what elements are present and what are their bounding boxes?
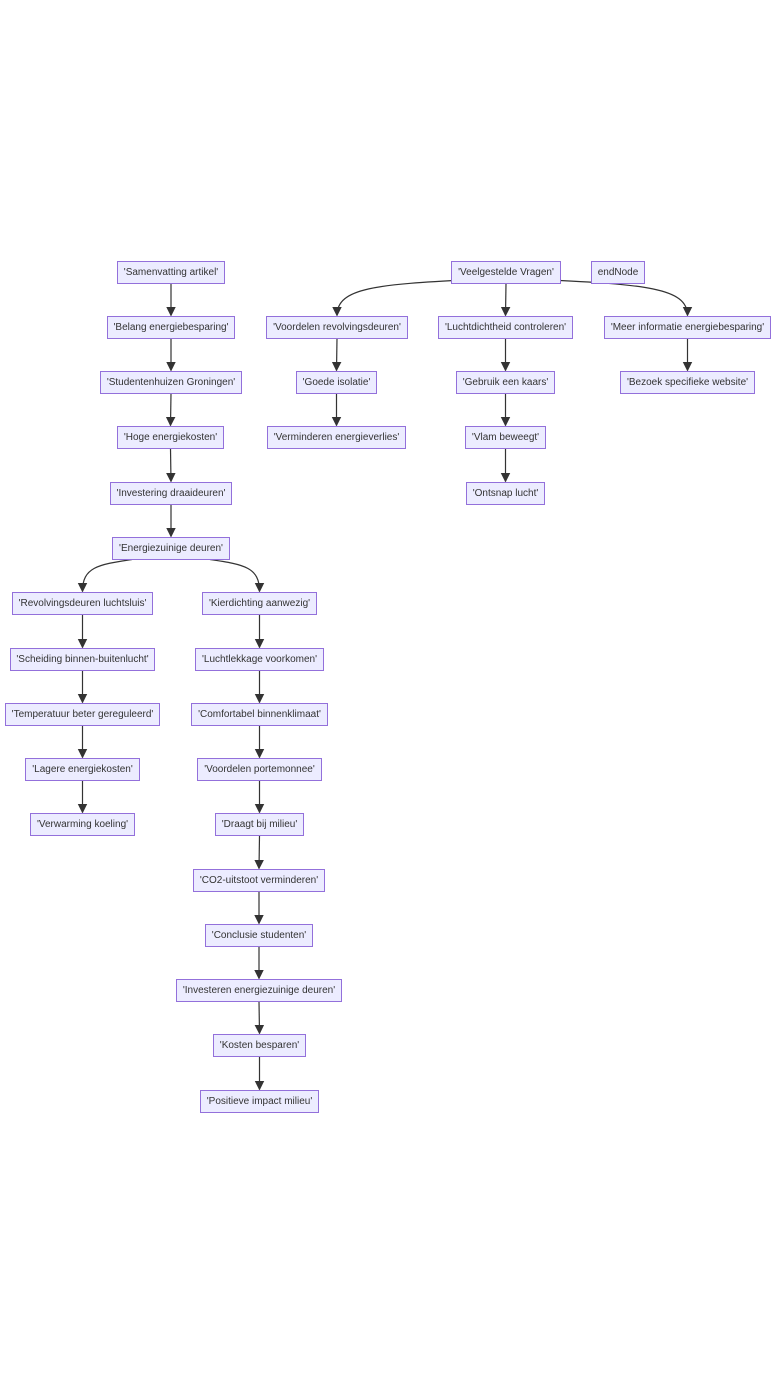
node-n3: 'Studentenhuizen Groningen' <box>100 370 242 394</box>
node-ol: 'Ontsnap lucht' <box>466 481 545 505</box>
node-n7: 'Revolvingsdeuren luchtsluis' <box>12 591 153 615</box>
node-n4: 'Hoge energiekosten' <box>117 425 224 449</box>
node-k4: 'Voordelen portemonnee' <box>197 757 322 781</box>
node-v: 'Veelgestelde Vragen' <box>451 260 561 284</box>
node-k9: 'Kosten besparen' <box>213 1033 306 1057</box>
edge-vr-gi <box>331 338 342 372</box>
node-k3: 'Comfortabel binnenklimaat' <box>191 702 328 726</box>
node-n6: 'Energiezuinige deuren' <box>112 536 230 560</box>
node-k5: 'Draagt bij milieu' <box>215 812 304 836</box>
node-n11: 'Verwarming koeling' <box>30 812 135 836</box>
node-vr: 'Voordelen revolvingsdeuren' <box>266 315 408 339</box>
node-k2: 'Luchtlekkage voorkomen' <box>195 647 324 671</box>
node-k6: 'CO2-uitstoot verminderen' <box>193 868 325 892</box>
node-lc: 'Luchtdichtheid controleren' <box>438 315 573 339</box>
node-mi: 'Meer informatie energiebesparing' <box>604 315 771 339</box>
node-k8: 'Investeren energiezuinige deuren' <box>176 978 342 1002</box>
edge-k8-k9 <box>254 1001 265 1035</box>
edge-n4-n5 <box>166 448 176 483</box>
edge-v-mi <box>540 278 693 317</box>
edge-n6-k1 <box>209 558 265 593</box>
node-ve: 'Verminderen energieverlies' <box>267 425 406 449</box>
node-k10: 'Positieve impact milieu' <box>200 1089 319 1113</box>
node-end: endNode <box>591 260 645 284</box>
node-n2: 'Belang energiebesparing' <box>107 315 235 339</box>
node-n9: 'Temperatuur beter gereguleerd' <box>5 702 160 726</box>
edge-n6-n7 <box>77 558 133 593</box>
edge-v-vr <box>332 278 472 317</box>
node-k7: 'Conclusie studenten' <box>205 923 313 947</box>
node-vb: 'Vlam beweegt' <box>465 425 546 449</box>
node-n10: 'Lagere energiekosten' <box>25 757 140 781</box>
node-n8: 'Scheiding binnen-buitenlucht' <box>10 647 155 671</box>
node-n5: 'Investering draaideuren' <box>110 481 232 505</box>
node-n1: 'Samenvatting artikel' <box>117 260 225 284</box>
node-gk: 'Gebruik een kaars' <box>456 370 555 394</box>
edge-n3-n4 <box>165 393 176 427</box>
node-bw: 'Bezoek specifieke website' <box>620 370 755 394</box>
node-k1: 'Kierdichting aanwezig' <box>202 591 317 615</box>
edge-v-lc <box>500 283 511 317</box>
edge-k5-k6 <box>254 835 264 870</box>
node-gi: 'Goede isolatie' <box>296 370 377 394</box>
